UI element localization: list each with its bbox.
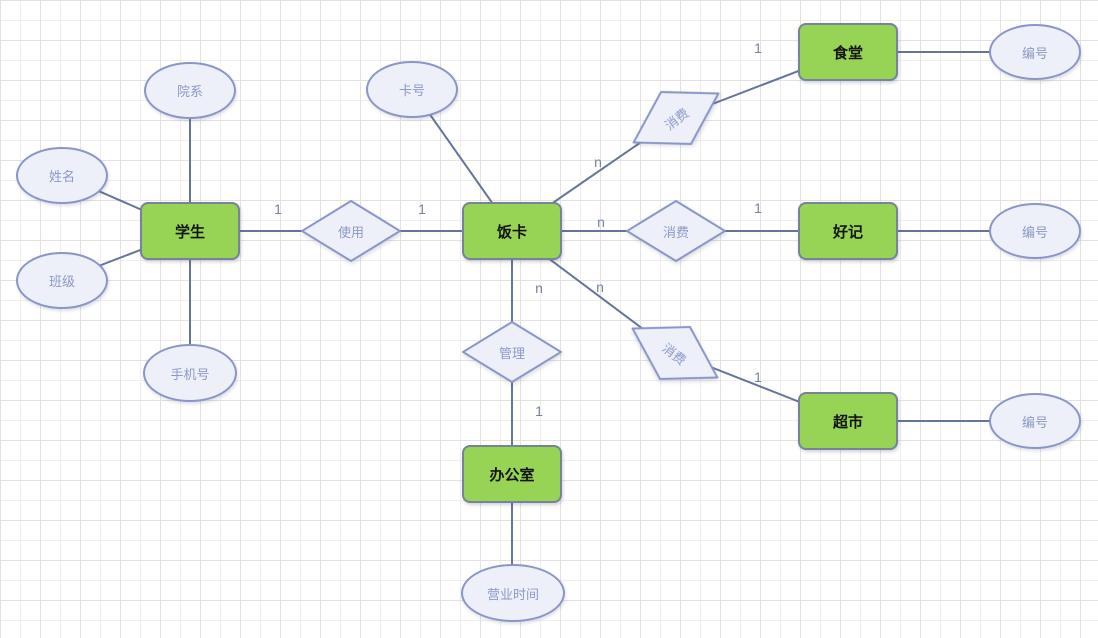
attribute-node[interactable]: 营业时间: [461, 564, 565, 622]
attribute-node[interactable]: 编号: [989, 203, 1081, 259]
entity-label: 超市: [832, 413, 863, 431]
diamond-shape: [616, 301, 734, 405]
cardinality-label: 1: [418, 201, 426, 217]
cardinality-label: n: [597, 214, 605, 230]
attribute-node[interactable]: 姓名: [16, 146, 108, 204]
attribute-node[interactable]: 编号: [989, 24, 1081, 80]
attribute-label: 院系: [176, 83, 203, 99]
relationship-node[interactable]: 使用: [301, 200, 401, 262]
cardinality-label: 1: [274, 201, 282, 217]
attribute-label: 编号: [1021, 45, 1048, 61]
attribute-node[interactable]: 院系: [144, 61, 236, 119]
entity-label: 食堂: [832, 44, 863, 62]
diamond-shape: [626, 200, 726, 262]
cardinality-label: n: [535, 280, 543, 296]
cardinality-label: n: [596, 279, 604, 295]
relationship-node[interactable]: 管理: [462, 321, 562, 383]
cardinality-label: 1: [754, 200, 762, 216]
attribute-label: 手机号: [170, 366, 210, 382]
relationship-node[interactable]: 消费: [616, 301, 734, 405]
entity-node[interactable]: 好记: [798, 202, 898, 260]
cardinality-label: 1: [754, 369, 762, 385]
diamond-shape: [301, 200, 401, 262]
attribute-node[interactable]: 编号: [989, 393, 1081, 449]
attribute-node[interactable]: 卡号: [366, 60, 458, 118]
cardinality-label: 1: [535, 403, 543, 419]
entity-node[interactable]: 办公室: [462, 445, 562, 503]
attribute-label: 营业时间: [486, 586, 539, 602]
entity-node[interactable]: 超市: [798, 392, 898, 450]
cardinality-label: n: [594, 154, 602, 170]
attribute-node[interactable]: 手机号: [143, 344, 237, 402]
attribute-label: 班级: [48, 273, 75, 289]
diamond-shape: [617, 66, 735, 170]
entity-node[interactable]: 食堂: [798, 23, 898, 81]
relationship-label: 使用: [337, 224, 364, 240]
entity-label: 好记: [832, 223, 863, 241]
relationship-node[interactable]: 消费: [626, 200, 726, 262]
attribute-label: 编号: [1021, 414, 1048, 430]
attribute-label: 姓名: [48, 168, 75, 184]
entity-node[interactable]: 学生: [140, 202, 240, 260]
diamond-shape: [462, 321, 562, 383]
attribute-label: 编号: [1021, 224, 1048, 240]
relationship-label: 消费: [662, 224, 689, 240]
relationship-label: 管理: [498, 345, 525, 361]
relationship-node[interactable]: 消费: [617, 66, 735, 170]
entity-label: 办公室: [489, 466, 535, 484]
entity-node[interactable]: 饭卡: [462, 202, 562, 260]
cardinality-label: 1: [754, 40, 762, 56]
entity-label: 饭卡: [496, 223, 527, 241]
attribute-label: 卡号: [398, 82, 425, 98]
attribute-node[interactable]: 班级: [16, 251, 108, 309]
entity-label: 学生: [174, 223, 205, 241]
